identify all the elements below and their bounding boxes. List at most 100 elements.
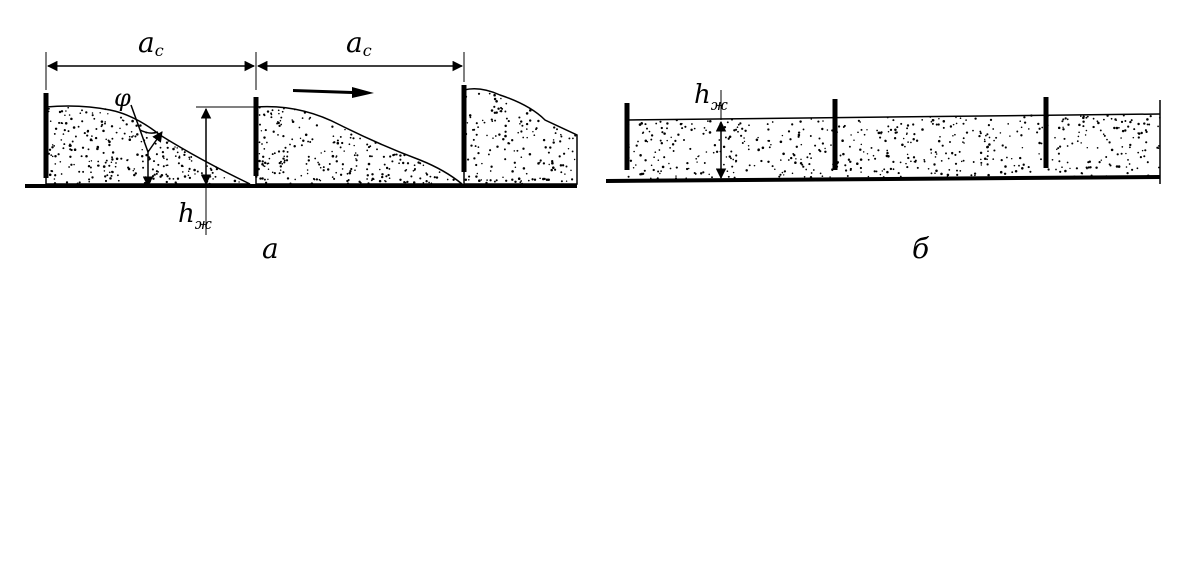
stipple-dot xyxy=(853,139,855,142)
stipple-dot xyxy=(1082,125,1085,128)
stipple-dot xyxy=(972,129,974,132)
stipple-dot xyxy=(921,128,924,131)
stipple-dot xyxy=(672,150,675,152)
stipple-dot xyxy=(283,155,285,158)
stipple-dot xyxy=(1040,158,1042,161)
stipple-dot xyxy=(1157,147,1160,149)
stipple-dot xyxy=(279,119,282,122)
stipple-dot xyxy=(88,160,91,163)
stipple-dot xyxy=(109,177,112,180)
stipple-dot xyxy=(552,141,555,144)
stipple-dot xyxy=(873,170,876,173)
stipple-dot xyxy=(498,133,501,136)
stipple-dot xyxy=(486,134,488,137)
stipple-dot xyxy=(899,161,902,164)
stipple-dot xyxy=(301,117,304,119)
stipple-dot xyxy=(802,165,805,168)
stipple-dot xyxy=(278,172,281,175)
stipple-dot xyxy=(54,127,58,131)
stipple-dot xyxy=(642,172,645,175)
stipple-dot xyxy=(1128,146,1131,149)
stipple-dot xyxy=(848,145,851,148)
stipple-dot xyxy=(941,144,944,147)
stipple-dot xyxy=(669,167,672,170)
stipple-dot xyxy=(104,108,107,111)
stipple-dot xyxy=(639,154,642,157)
stipple-dot xyxy=(572,137,574,140)
stipple-dot xyxy=(413,167,417,171)
stipple-dot xyxy=(53,178,56,180)
stipple-dot xyxy=(705,151,708,153)
stipple-dot xyxy=(95,128,98,130)
stipple-dot xyxy=(165,164,168,167)
stipple-dot xyxy=(513,150,516,152)
stipple-dot xyxy=(915,139,919,142)
stipple-dot xyxy=(856,162,859,165)
stipple-dot xyxy=(176,177,180,180)
stipple-dot xyxy=(162,165,165,168)
stipple-dot xyxy=(174,146,176,148)
stipple-dot xyxy=(774,168,776,170)
stipple-dot xyxy=(962,141,964,143)
stipple-dot xyxy=(266,141,268,144)
stipple-dot xyxy=(63,129,66,132)
stipple-dot xyxy=(505,117,508,120)
stipple-dot xyxy=(76,182,79,185)
stipple-dot xyxy=(1054,136,1056,139)
stipple-dot xyxy=(1003,172,1007,176)
stipple-dot xyxy=(190,156,193,158)
stipple-dot xyxy=(544,146,547,149)
stipple-dot xyxy=(1040,142,1043,145)
stipple-dot xyxy=(1087,161,1090,164)
stipple-dot xyxy=(104,122,106,125)
stipple-dot xyxy=(747,145,750,147)
stipple-dot xyxy=(494,119,497,122)
stipple-dot xyxy=(69,155,72,158)
stipple-dot xyxy=(490,118,493,121)
stipple-dot xyxy=(72,126,76,129)
stipple-dot xyxy=(974,174,976,177)
stipple-dot xyxy=(428,181,430,184)
stipple-dot xyxy=(795,145,798,148)
stipple-dot xyxy=(879,173,882,176)
stipple-dot xyxy=(1121,146,1124,148)
stipple-dot xyxy=(163,157,165,159)
stipple-dot xyxy=(403,153,406,157)
stipple-dot xyxy=(238,181,240,183)
stipple-dot xyxy=(425,173,429,176)
stipple-dot xyxy=(382,155,385,158)
stipple-dot xyxy=(476,172,479,175)
stipple-dot xyxy=(779,173,782,176)
stipple-dot xyxy=(280,123,283,126)
stipple-dot xyxy=(690,128,693,132)
stipple-dot xyxy=(1080,142,1082,144)
stipple-dot xyxy=(145,153,148,157)
stipple-dot xyxy=(1019,156,1022,160)
stipple-dot xyxy=(157,163,160,166)
stipple-dot xyxy=(354,152,357,154)
stipple-dot xyxy=(894,128,897,131)
stipple-dot xyxy=(134,135,137,138)
stipple-dot xyxy=(906,124,910,127)
stipple-dot xyxy=(657,159,660,161)
height-label-b: hж xyxy=(694,80,728,114)
stipple-dot xyxy=(404,181,407,184)
stipple-dot xyxy=(1038,127,1041,130)
stipple-dot xyxy=(1000,158,1003,162)
stipple-dot xyxy=(490,165,493,168)
stipple-dot xyxy=(119,127,121,130)
figure-b: hж б xyxy=(605,80,1161,265)
stipple-dot xyxy=(1064,169,1067,173)
stipple-dot xyxy=(935,169,938,173)
stipple-dot xyxy=(1146,118,1149,121)
stipple-dot xyxy=(999,132,1002,134)
stipple-dot xyxy=(740,134,743,137)
stipple-dot xyxy=(646,127,648,130)
stipple-dot xyxy=(939,135,941,138)
stipple-dot xyxy=(722,145,726,149)
stipple-dot xyxy=(883,168,886,171)
stipple-dot xyxy=(635,164,637,166)
stipple-dot xyxy=(261,160,264,163)
stipple-dot xyxy=(728,135,732,138)
stipple-dot xyxy=(115,157,119,161)
